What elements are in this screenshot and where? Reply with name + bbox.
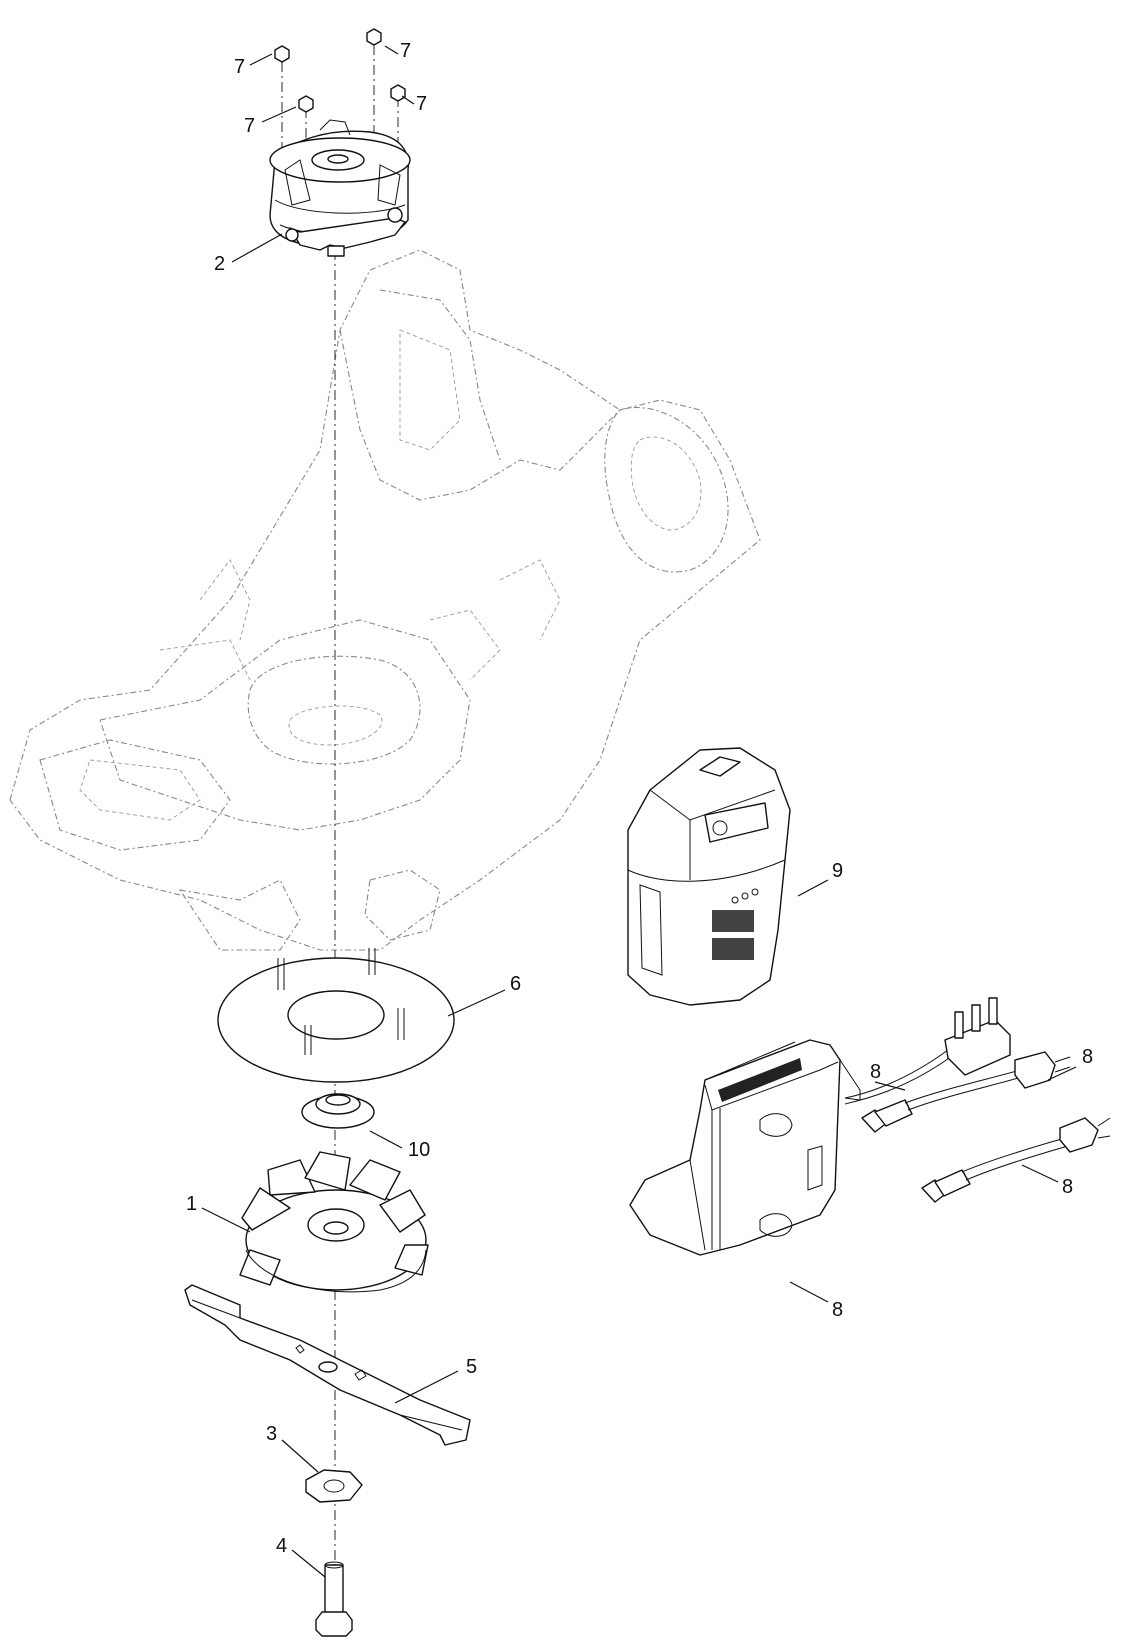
callout-8-uk-plug: 8 [870, 1061, 881, 1083]
charger-part-8 [629, 1039, 861, 1256]
callout-labels: 7 7 7 7 2 9 6 8 8 10 8 1 8 5 3 4 [186, 40, 1093, 1557]
uk-plug-cable-part-8 [844, 997, 1011, 1105]
mower-deck-ghost [9, 249, 761, 951]
callout-6: 6 [510, 973, 521, 995]
deflector-disc-part-6 [217, 948, 455, 1083]
callout-4: 4 [276, 1535, 287, 1557]
callout-9: 9 [832, 860, 843, 882]
motor-part-2 [269, 119, 411, 257]
callout-8-au-plug: 8 [1062, 1176, 1073, 1198]
callout-7-left: 7 [244, 115, 255, 137]
callout-7-top-left: 7 [234, 56, 245, 78]
callout-8-charger: 8 [832, 1299, 843, 1321]
washer-part-3 [305, 1469, 363, 1503]
leader-lines [201, 45, 1077, 1578]
callout-7-top-right: 7 [400, 40, 411, 62]
callout-2: 2 [214, 253, 225, 275]
eu-plug-cable-part-8 [861, 1051, 1071, 1133]
au-plug-cable-part-8 [921, 1117, 1111, 1203]
callout-10: 10 [408, 1139, 430, 1161]
nut-part-7 [274, 28, 406, 113]
callout-1: 1 [186, 1193, 197, 1215]
hub-part-10 [301, 1093, 375, 1129]
callout-7-right: 7 [416, 93, 427, 115]
callout-5: 5 [466, 1356, 477, 1378]
callout-8-eu-plug: 8 [1082, 1046, 1093, 1068]
battery-part-9 [627, 747, 791, 1006]
callout-3: 3 [266, 1423, 277, 1445]
blade-part-5 [184, 1284, 471, 1446]
fan-part-1 [239, 1151, 429, 1293]
bolt-part-4 [315, 1561, 353, 1637]
